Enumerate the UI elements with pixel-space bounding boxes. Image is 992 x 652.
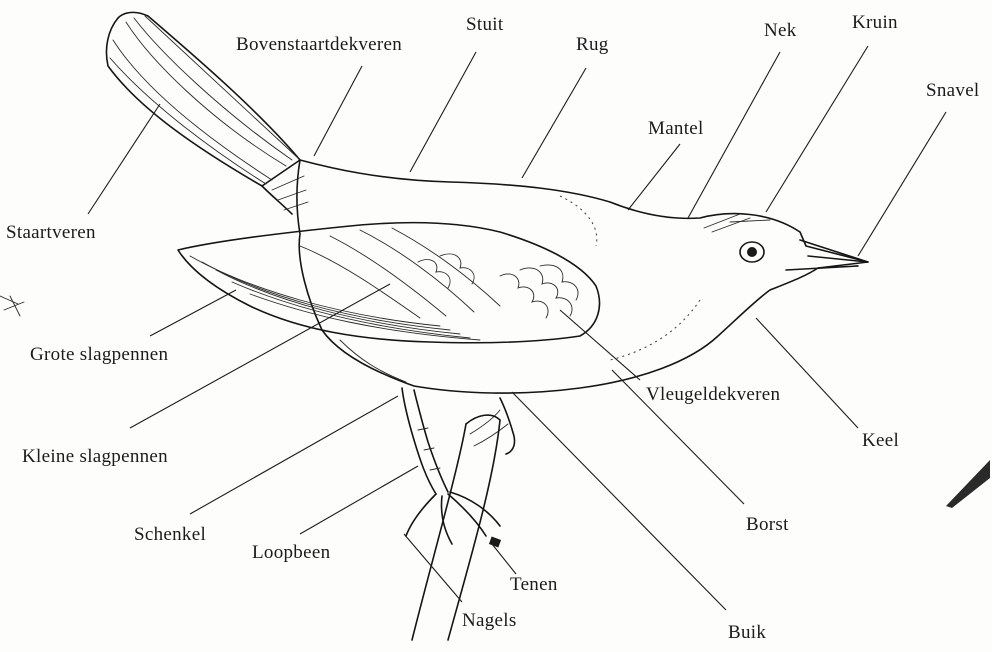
label-kleine-slagpennen: Kleine slagpennen xyxy=(22,446,168,467)
leader-rug xyxy=(522,68,586,178)
legs-drawing xyxy=(402,388,515,640)
label-loopbeen: Loopbeen xyxy=(252,542,331,563)
label-snavel: Snavel xyxy=(926,80,980,101)
label-kruin: Kruin xyxy=(852,12,898,33)
leader-kruin xyxy=(766,46,868,212)
leader-stuit xyxy=(410,52,476,172)
leader-snavel xyxy=(858,112,946,256)
bird-illustration xyxy=(106,12,868,640)
leader-keel xyxy=(756,318,858,428)
label-keel: Keel xyxy=(862,430,899,451)
label-mantel: Mantel xyxy=(648,118,704,139)
labels: Bovenstaartdekveren Stuit Rug Nek Kruin … xyxy=(6,12,980,643)
margin-marks xyxy=(0,296,990,508)
label-tenen: Tenen xyxy=(510,574,558,595)
wing-drawing xyxy=(178,223,599,343)
label-stuit: Stuit xyxy=(466,14,504,35)
label-buik: Buik xyxy=(728,622,766,643)
label-schenkel: Schenkel xyxy=(134,524,206,545)
label-bovenstaartdekveren: Bovenstaartdekveren xyxy=(236,34,402,55)
leader-grote-slagpennen xyxy=(150,290,236,336)
leader-staartveren xyxy=(88,104,160,214)
body-drawing xyxy=(297,160,868,393)
leader-mantel xyxy=(628,144,680,210)
leader-lines xyxy=(88,46,946,610)
label-rug: Rug xyxy=(576,34,609,55)
label-nagels: Nagels xyxy=(462,610,517,631)
label-vleugeldekveren: Vleugeldekveren xyxy=(646,384,780,405)
left-margin-sketch xyxy=(0,296,24,316)
leader-bovenstaartdekveren xyxy=(314,66,362,156)
leader-vleugeldekveren xyxy=(560,310,640,380)
leader-nagels xyxy=(404,534,462,602)
right-margin-sketch xyxy=(946,460,990,508)
label-borst: Borst xyxy=(746,514,789,535)
leader-tenen xyxy=(492,544,516,574)
label-staartveren: Staartveren xyxy=(6,222,96,243)
leader-schenkel xyxy=(190,396,398,514)
label-nek: Nek xyxy=(764,20,797,41)
leader-loopbeen xyxy=(300,466,418,534)
label-grote-slagpennen: Grote slagpennen xyxy=(30,344,168,365)
